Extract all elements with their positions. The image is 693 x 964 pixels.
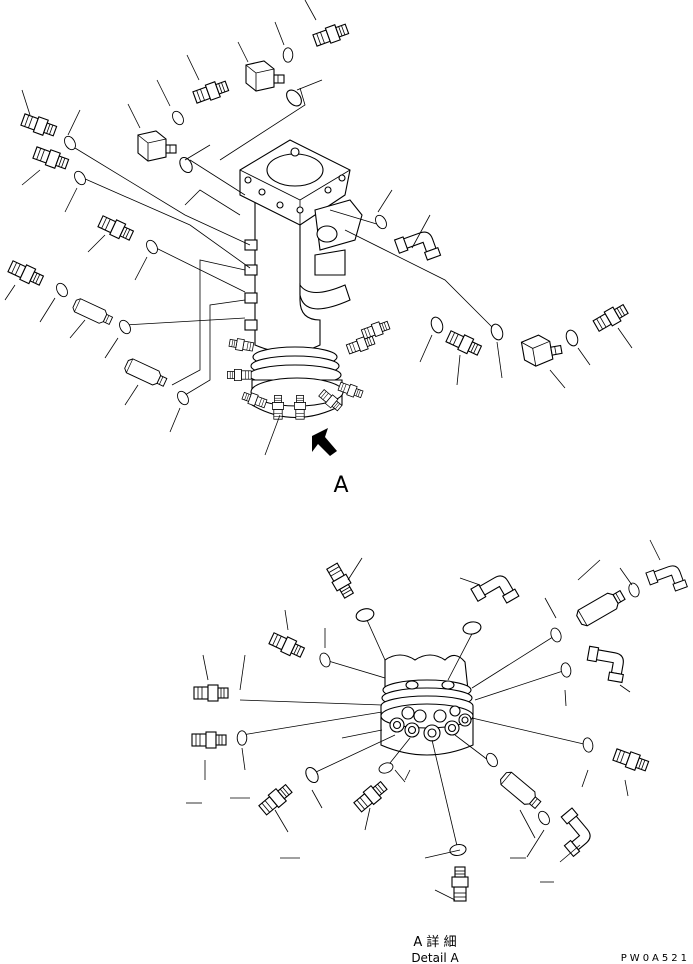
drawing-code: PW0A521 (621, 953, 690, 964)
detail-caption-ja: A 詳 細 (413, 934, 456, 950)
swivel-joint-assembly (227, 139, 392, 420)
detail-fitting-8 (611, 746, 651, 775)
detail-fitting-6 (352, 778, 390, 814)
fitting-8 (591, 301, 631, 334)
fitting-6 (6, 258, 46, 289)
connection-lines (74, 87, 496, 396)
detail-connection-lines (239, 619, 589, 851)
block-fitting-2 (137, 130, 177, 162)
block-fitting-3 (520, 331, 564, 369)
reference-leaders-top (4, 0, 633, 456)
fitting-3 (19, 111, 59, 140)
fitting-4 (31, 144, 71, 173)
detail-a-hub (380, 654, 474, 756)
detail-fitting-3 (193, 684, 229, 702)
detail-elbow-3 (645, 560, 688, 599)
body-lug (299, 283, 351, 310)
fitting-2 (191, 77, 231, 106)
fitting-5 (96, 213, 136, 244)
detail-hex-adapter-2 (574, 586, 628, 629)
detail-caption-en: Detail A (411, 951, 459, 964)
joint-body (254, 199, 321, 353)
fitting-7 (444, 328, 484, 359)
view-label: A (333, 473, 348, 498)
detail-fitting-7 (451, 866, 469, 902)
block-fitting-1 (245, 60, 285, 92)
detail-elbow-2 (548, 807, 597, 857)
view-arrow-icon (312, 428, 337, 456)
detail-hex-adapter-1 (497, 769, 544, 812)
detail-fitting-2 (267, 630, 307, 661)
reference-leaders-detail (186, 539, 661, 901)
hex-adapter-2 (122, 356, 169, 390)
detail-fitting-4 (191, 731, 227, 749)
fitting-1 (311, 20, 351, 49)
detail-elbow-1 (470, 569, 520, 616)
detail-elbow-4 (583, 645, 628, 683)
detail-fitting-1 (324, 561, 357, 601)
hex-adapter-1 (71, 296, 115, 328)
elbow-fitting-1 (394, 226, 442, 269)
